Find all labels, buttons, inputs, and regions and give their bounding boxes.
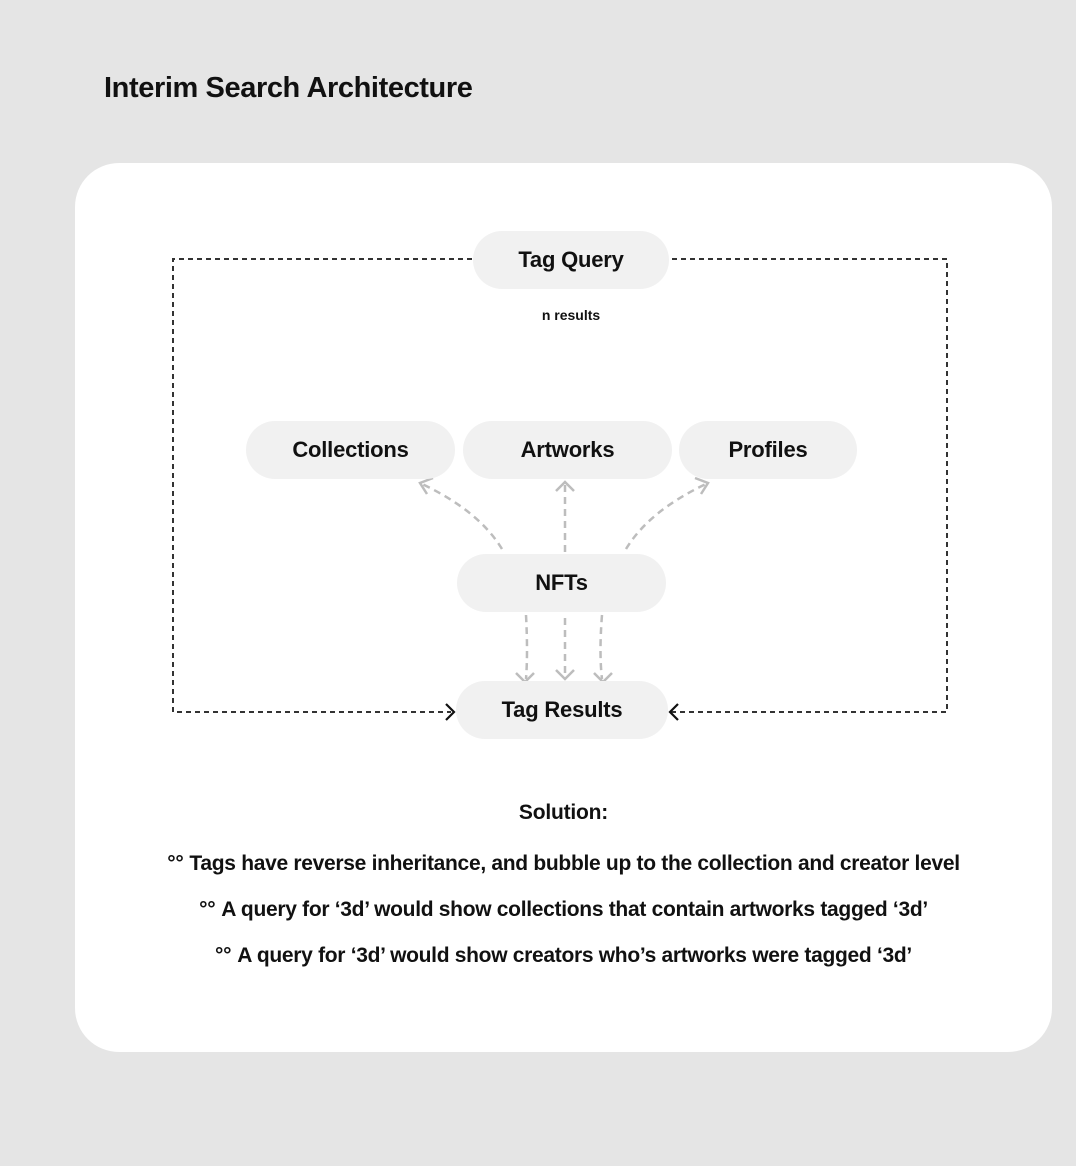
nfts-to-collections-connector: [421, 482, 504, 550]
artworks-node: Artworks: [463, 421, 672, 479]
collections-node: Collections: [246, 421, 455, 479]
bullet-marker: °°: [199, 898, 216, 921]
bullet-marker: °°: [167, 852, 184, 875]
tag-query-node: Tag Query: [473, 231, 669, 289]
tag-query-note: n results: [541, 307, 601, 323]
right-loop-connector: [671, 258, 948, 713]
left-loop-connector: [172, 258, 472, 713]
solution-point-text: A query for ‘3d’ would show collections …: [221, 898, 928, 921]
architecture-diagram: Tag Query n results Collections Artworks…: [75, 163, 1052, 1052]
nfts-to-results-connector-right: [599, 614, 604, 680]
nfts-node: NFTs: [457, 554, 666, 612]
nfts-to-results-connector-left: [524, 614, 529, 680]
solution-point-text: A query for ‘3d’ would show creators who…: [237, 944, 912, 967]
solution-point: °°A query for ‘3d’ would show creators w…: [75, 944, 1052, 968]
bullet-marker: °°: [215, 944, 232, 967]
solution-point: °°A query for ‘3d’ would show collection…: [75, 898, 1052, 922]
solution-section: Solution: °°Tags have reverse inheritanc…: [75, 801, 1052, 990]
left-loop-arrowhead: [445, 703, 456, 721]
profiles-node: Profiles: [679, 421, 857, 479]
nfts-to-artworks-arrowhead: [555, 480, 575, 492]
page-title: Interim Search Architecture: [104, 72, 473, 104]
solution-point: °°Tags have reverse inheritance, and bub…: [75, 852, 1052, 876]
nfts-to-results-arrowhead-center: [555, 669, 575, 681]
right-loop-arrowhead: [668, 703, 679, 721]
nfts-to-profiles-connector: [624, 482, 707, 550]
solution-list: °°Tags have reverse inheritance, and bub…: [75, 852, 1052, 968]
tag-results-node: Tag Results: [456, 681, 668, 739]
nfts-to-profiles-arrowhead: [694, 476, 710, 495]
solution-title: Solution:: [518, 801, 609, 824]
solution-point-text: Tags have reverse inheritance, and bubbl…: [189, 852, 960, 875]
nfts-to-collections-arrowhead: [418, 476, 434, 495]
diagram-card: Tag Query n results Collections Artworks…: [75, 163, 1052, 1052]
